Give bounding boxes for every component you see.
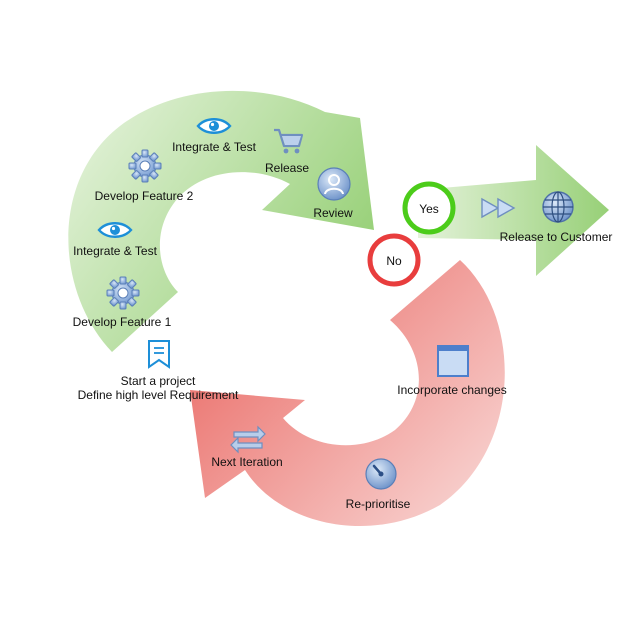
label-release: Release	[264, 161, 310, 175]
globe-icon	[542, 191, 574, 223]
fast-forward-icon	[481, 197, 516, 219]
label-start-line2: Define high level Requirement	[77, 388, 239, 402]
label-next-iteration: Next Iteration	[211, 455, 283, 469]
release-arrow	[418, 145, 609, 276]
label-review: Review	[313, 206, 353, 220]
window-icon	[437, 345, 469, 377]
yes-circle	[402, 181, 456, 235]
gear-icon	[128, 149, 162, 183]
user-icon	[317, 167, 351, 201]
label-incorporate-changes: Incorporate changes	[397, 383, 507, 397]
label-integrate-test-mid: Integrate & Test	[73, 244, 157, 258]
repeat-icon	[230, 425, 266, 454]
gauge-icon	[365, 458, 397, 490]
no-circle	[367, 233, 421, 287]
label-start-project: Start a project Define high level Requir…	[78, 374, 239, 402]
document-icon	[148, 340, 170, 369]
label-develop-feature-1: Develop Feature 1	[72, 315, 172, 329]
eye-icon	[196, 118, 232, 134]
no-label: No	[386, 254, 402, 268]
yes-label: Yes	[419, 202, 439, 216]
eye-icon	[97, 222, 133, 238]
label-release-to-customer: Release to Customer	[499, 230, 613, 244]
red-cycle-arrow	[190, 260, 505, 527]
label-develop-feature-2: Develop Feature 2	[94, 189, 194, 203]
label-start-line1: Start a project	[120, 374, 196, 388]
gear-icon	[106, 276, 140, 310]
cart-icon	[274, 128, 304, 154]
label-re-prioritise: Re-prioritise	[345, 497, 411, 511]
label-integrate-test-top: Integrate & Test	[172, 140, 256, 154]
